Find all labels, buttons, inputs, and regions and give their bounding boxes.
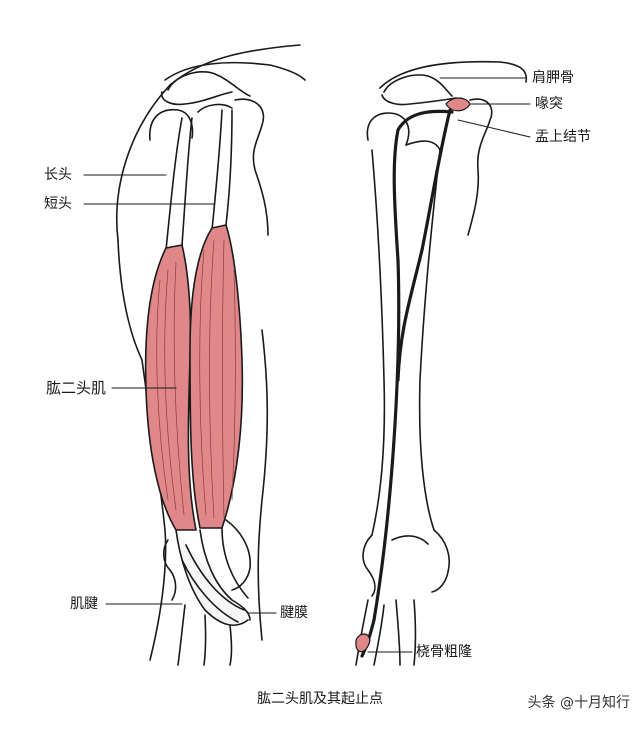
watermark: 头条 @十月知行 [527, 695, 630, 711]
distal-tendon [175, 527, 251, 626]
left-tendons [165, 109, 233, 251]
label-tendon: 肌腱 [70, 596, 98, 612]
label-short-head: 短头 [44, 196, 72, 212]
coracoid-marker [445, 97, 471, 112]
figure-caption: 肱二头肌及其起止点 [257, 691, 383, 707]
label-scapula: 肩胛骨 [532, 70, 574, 86]
label-coracoid: 喙突 [535, 96, 563, 112]
right-skeleton [355, 60, 528, 666]
label-biceps: 肱二头肌 [46, 379, 107, 397]
radial-tuberosity-marker [355, 633, 371, 653]
label-supraglenoid: 盂上结节 [535, 129, 591, 145]
right-tendon-lines [360, 108, 454, 658]
label-long-head: 长头 [44, 167, 72, 183]
leader-lines [83, 77, 531, 653]
label-aponeurosis: 腱膜 [280, 605, 308, 621]
label-radial-tuberosity: 桡骨粗隆 [416, 644, 472, 660]
biceps-muscle [144, 224, 244, 531]
